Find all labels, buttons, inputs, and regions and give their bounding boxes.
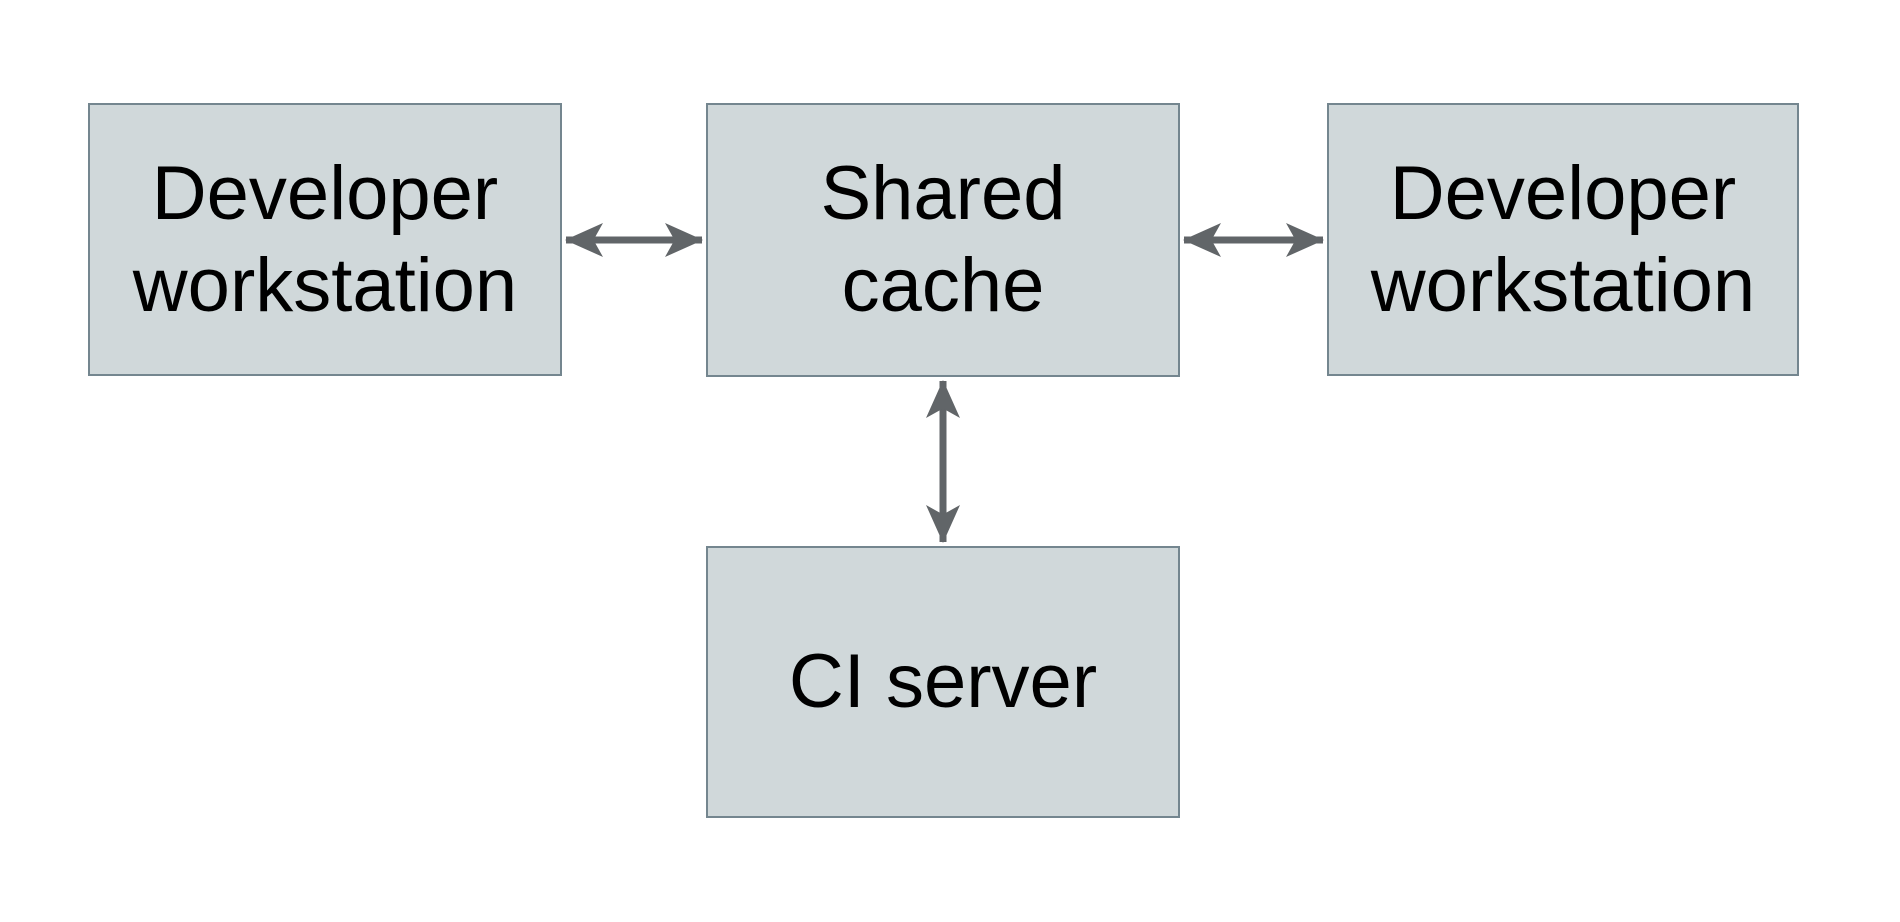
node-label-line: workstation [1370, 242, 1756, 328]
node-label-line: Developer [151, 150, 499, 236]
node-label-line: cache [841, 243, 1045, 328]
node-label-line: Developer [1389, 150, 1737, 236]
node-label-line: workstation [132, 242, 518, 328]
node-ci-server: CI server [706, 546, 1180, 818]
node-label-line: CI server [788, 639, 1098, 724]
node-developer-workstation-right: Developer workstation [1327, 103, 1799, 376]
node-shared-cache: Shared cache [706, 103, 1180, 377]
node-developer-workstation-left: Developer workstation [88, 103, 562, 376]
node-label-line: Shared [820, 151, 1066, 236]
